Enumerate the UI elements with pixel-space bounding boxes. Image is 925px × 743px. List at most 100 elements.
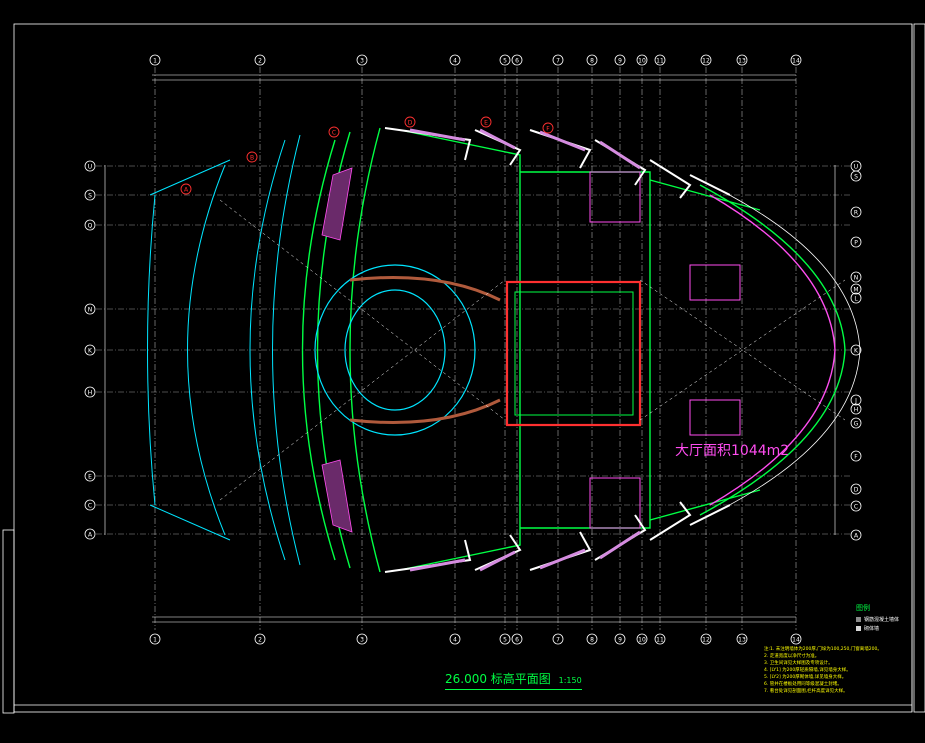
grid-bubble-col [636,54,648,66]
note-line: 7. 看台处详见剖面图,栏杆高度详见大样。 [764,689,848,694]
grid-label-col: 10 [638,58,646,65]
legend-label: 钢筋混凝土墙体 [864,617,900,623]
grid-label-col: 12 [702,58,710,65]
grid-label-col: 1 [153,637,157,644]
legend-item: 砌体墙 [856,624,912,633]
grid-label-col: 3 [360,58,364,65]
grid-label-col: 6 [515,637,519,644]
grid-bubble-row [84,189,96,201]
grid-bubble-col [654,54,666,66]
grid-label-row: G [854,421,859,428]
legend-swatch-masonry [856,626,861,631]
radial-marker [246,151,258,163]
grid-bubble-row [84,528,96,540]
grid-bubble-col [790,633,802,645]
grid-bubble-col [449,54,461,66]
plan-title-text: 26.000 标高平面图 [445,672,551,686]
grid-label-col: 4 [453,58,457,65]
grid-label-col: 14 [792,58,800,65]
grid-label-col: 5 [503,637,507,644]
grid-bubble-row [84,499,96,511]
grid-label-row: N [88,307,93,314]
grid-bubble-col [614,633,626,645]
grid-bubble-col [790,54,802,66]
grid-label-row: F [854,454,858,461]
grid-bubble-row [850,483,862,495]
grid-label-row: A [854,533,859,540]
legend-title: 图例 [856,604,870,612]
grid-label-col: 2 [258,637,262,644]
grid-bubble-col [499,633,511,645]
grid-label-col: 12 [702,637,710,644]
grid-label-row: J [854,398,857,405]
grid-label-row: H [88,390,93,397]
grid-bubble-col [700,54,712,66]
grid-label-row: S [88,193,92,200]
plan-scale: 1:150 [558,676,582,685]
grid-bubble-col [654,633,666,645]
grid-bubble-row [850,170,862,182]
grid-label-row: S [854,174,858,181]
grid-bubble-col [552,633,564,645]
grid-bubble-row [850,417,862,429]
grid-label-row: K [854,348,859,355]
radial-marker-label: A [184,187,189,194]
radial-marker [328,126,340,138]
grid-label-col: 9 [618,637,622,644]
grid-bubble-row [850,344,862,356]
grid-label-col: 4 [453,637,457,644]
grid-bubble-row [850,236,862,248]
stage-box [505,280,642,427]
seating-blocks [321,167,353,533]
green-walls [301,127,761,573]
grid-bubble-col [586,54,598,66]
grid-bubble-row [850,206,862,218]
east-curved-wall [699,184,861,516]
facade-glazing [409,128,641,572]
stage-inner [514,291,634,416]
note-line: 3. 卫生间详见大样图及专项设计。 [764,661,833,666]
note-line: 注:1. 未注明墙体为200厚,门垛为100,250,门窗离墙200。 [764,647,882,652]
grid-label-row: R [854,210,858,217]
grid-label-col: 1 [153,58,157,65]
radial-marker-label: E [484,120,488,127]
grid-label-row: C [88,503,92,510]
grid-label-col: 7 [556,58,560,65]
grid-bubble-col [511,54,523,66]
grid-label-col: 2 [258,58,262,65]
radial-marker-label: B [250,155,254,162]
grid-bubble-col [614,54,626,66]
hall-area-label: 大厅面积1044m2 [675,443,790,459]
grid-label-col: 6 [515,58,519,65]
grid-label-col: 11 [656,58,664,65]
grid-bubble-row [84,303,96,315]
note-line: 6. 管井在楼板处用同等级混凝土封堵。 [764,682,842,687]
legend-swatch-concrete [856,617,861,622]
radial-marker [480,116,492,128]
grid-label-col: 13 [738,58,746,65]
grid-bubble-col [736,633,748,645]
radial-marker-label: D [408,120,413,127]
grid-label-col: 8 [590,58,594,65]
grid-label-col: 7 [556,637,560,644]
dimension-lines [104,74,836,623]
grid-label-row: D [854,487,859,494]
grid-bubble-row [850,292,862,304]
grid-bubble-col [149,54,161,66]
grid-bubble-row [84,344,96,356]
radial-marker [542,122,554,134]
grid-bubble-col [700,633,712,645]
radial-marker-label: C [332,130,336,137]
grid-bubble-col [149,633,161,645]
grid-bubble-row [84,219,96,231]
grid-label-col: 13 [738,637,746,644]
grid-bubble-row [850,394,862,406]
grid-bubble-row [850,450,862,462]
grid-label-row: K [88,348,93,355]
grid-bubble-row [850,283,862,295]
grid-label-row: H [854,407,859,414]
title-underline [445,689,582,690]
grid-bubble-row [850,271,862,283]
